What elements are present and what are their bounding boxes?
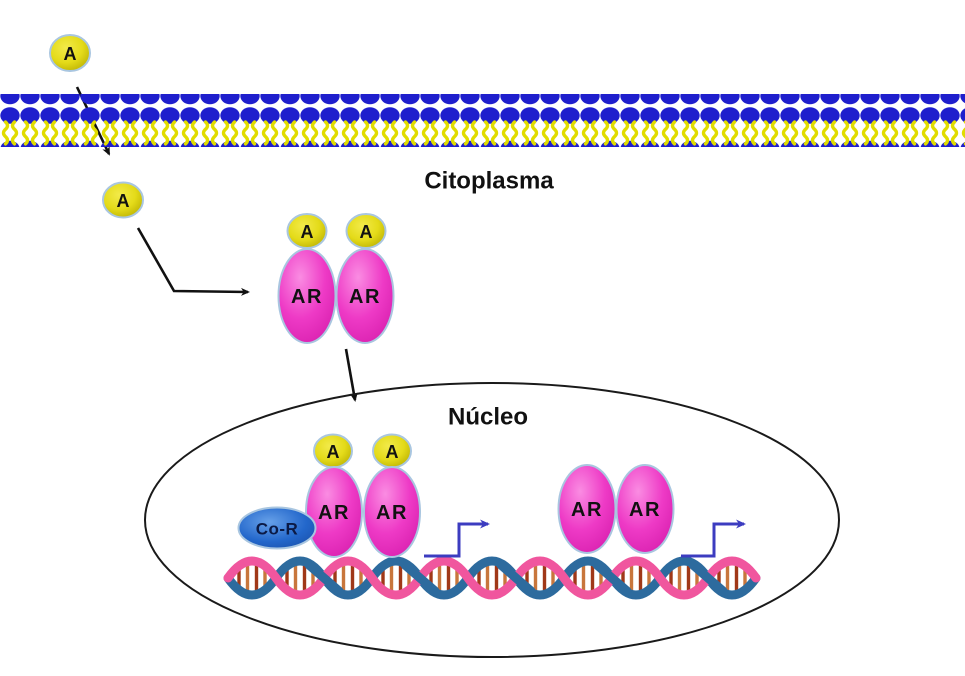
- ar-label: AR: [318, 502, 350, 524]
- ar-label: AR: [349, 286, 381, 308]
- corepressor-label: Co-R: [256, 520, 299, 539]
- dna-helix-part: [304, 560, 344, 596]
- ar-dimer-cytoplasm: A A AR AR: [277, 213, 395, 344]
- androgen-label: A: [117, 191, 130, 211]
- ar-receptor-right: [615, 464, 675, 554]
- dna-helix: [223, 556, 761, 600]
- cytoplasm-label: Citoplasma: [424, 168, 554, 195]
- ar-label: AR: [629, 499, 661, 521]
- androgen-label: A: [327, 442, 340, 462]
- androgen-label: A: [301, 222, 314, 242]
- androgen-label: A: [386, 442, 399, 462]
- ar-dimer-nucleus-right: AR AR: [557, 464, 675, 554]
- arrow-to-nucleus: [344, 348, 358, 402]
- transcription-arrow-2: [681, 519, 746, 558]
- dna-helix-part: [400, 560, 440, 596]
- androgen-molecule-extracellular: A: [49, 34, 91, 72]
- androgen-label: A: [64, 44, 77, 64]
- arrow-to-ar-dimer: [136, 227, 250, 296]
- ar-label: AR: [291, 286, 323, 308]
- dna-helix-part: [592, 560, 632, 596]
- ar-receptor-right: [335, 248, 395, 344]
- androgen-molecule-cytoplasm: A: [102, 181, 144, 219]
- dna-helix-part: [688, 560, 728, 596]
- dna-helix-part: [496, 560, 536, 596]
- ar-receptor-right: [363, 466, 421, 558]
- ar-label: AR: [571, 499, 603, 521]
- corepressor: [237, 506, 317, 550]
- androgen-label: A: [360, 222, 373, 242]
- ar-dimer-nucleus-active: A A AR AR Co-R: [237, 433, 421, 558]
- ar-receptor-left: [305, 466, 363, 558]
- nucleus-label: Núcleo: [448, 404, 528, 431]
- cell-membrane: [0, 94, 965, 147]
- dna-helix-part: [223, 556, 761, 600]
- nucleus-envelope: [144, 382, 840, 658]
- androgen-bound-right: [345, 213, 387, 249]
- ar-label: AR: [376, 502, 408, 524]
- transcription-arrow-1: [424, 519, 490, 558]
